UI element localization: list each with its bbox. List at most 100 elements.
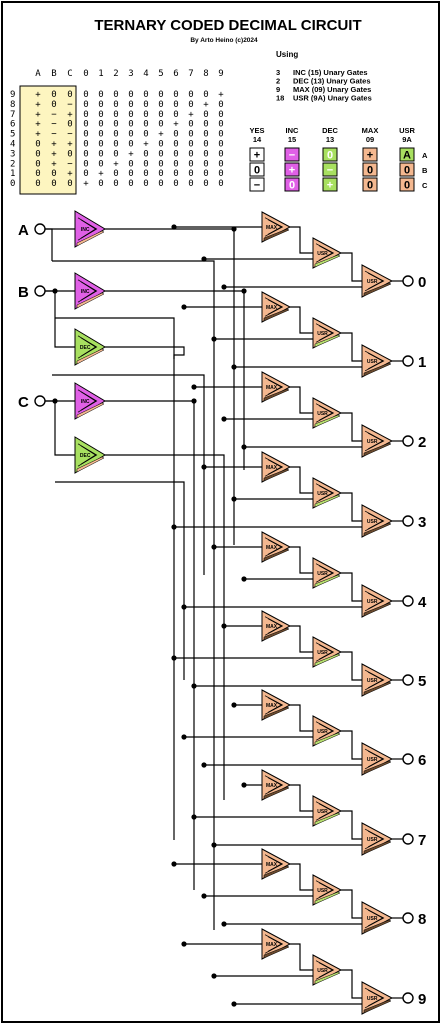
legend-cell — [399, 147, 415, 162]
max-gate: MAX — [261, 531, 292, 563]
usr-gate: USR — [361, 424, 394, 458]
gate-chevron — [80, 391, 97, 411]
gate-stripe — [263, 706, 290, 720]
max-gate-label: MAX — [266, 703, 278, 709]
truth-table-header: 1 — [98, 69, 103, 79]
truth-table-cell: 0 — [188, 90, 193, 100]
output-terminal[interactable] — [402, 674, 414, 686]
output-terminal[interactable] — [402, 435, 414, 447]
truth-table-cell: 0 — [113, 149, 118, 159]
usr-gate-label: USR — [367, 678, 378, 684]
truth-table-cell: 0 — [35, 179, 40, 189]
input-terminal[interactable] — [34, 395, 46, 407]
usr-gate: USR — [361, 504, 394, 538]
max-gate: MAX — [261, 928, 292, 960]
gate-chevron — [367, 352, 384, 370]
junction-dot — [221, 416, 227, 422]
output-terminal[interactable] — [402, 753, 414, 765]
legend-cell — [322, 177, 338, 192]
input-label: A — [18, 222, 29, 239]
truth-table-cell: 0 — [203, 169, 208, 179]
gate-chevron — [267, 936, 283, 952]
gate-chevron — [367, 671, 384, 689]
max-gate-label: MAX — [266, 465, 278, 471]
truth-table-cell: 0 — [158, 120, 163, 130]
gate-stripe — [314, 414, 341, 428]
output-terminal[interactable] — [402, 355, 414, 367]
legend-cell — [362, 147, 378, 162]
truth-table-cell: + — [51, 159, 57, 169]
legend-cell — [284, 162, 300, 177]
output-terminal[interactable] — [402, 833, 414, 845]
legend-name: DEC — [322, 126, 338, 135]
junction-dot — [231, 1001, 237, 1007]
output-terminal[interactable] — [402, 992, 414, 1004]
output-terminal[interactable] — [402, 275, 414, 287]
usr-gate-label: USR — [317, 888, 328, 894]
wire — [341, 412, 362, 442]
output-label: 5 — [418, 673, 426, 690]
truth-table-cell: 0 — [218, 110, 223, 120]
truth-table-cell: 0 — [203, 110, 208, 120]
using-count: 18 — [276, 94, 284, 103]
truth-table-cell: 0 — [173, 179, 178, 189]
legend-value: A — [403, 150, 411, 162]
truth-table-header: 9 — [218, 69, 223, 79]
output-label: 9 — [418, 991, 426, 1008]
truth-table-cell: 0 — [203, 140, 208, 150]
wire — [290, 625, 313, 653]
input-terminal[interactable] — [34, 285, 46, 297]
legend-value: + — [327, 180, 333, 192]
gate-stripe — [363, 282, 392, 297]
inc-gate-label: INC — [81, 227, 90, 233]
output-terminal[interactable] — [402, 912, 414, 924]
output-terminal[interactable] — [402, 595, 414, 607]
gate-chevron — [367, 909, 384, 927]
gate-chevron — [80, 445, 97, 465]
gates: INCINCDECINCDECMAXUSRUSRMAXUSRUSRMAXUSRU… — [74, 210, 394, 1015]
truth-table-cell: 0 — [67, 179, 72, 189]
wire — [105, 346, 185, 840]
legend-value: 0 — [367, 165, 373, 177]
junction-dot — [171, 861, 177, 867]
truth-table-cell: 0 — [83, 159, 88, 169]
gate-stripe — [263, 786, 290, 800]
junction-dot — [191, 683, 197, 689]
truth-table-header: 4 — [143, 69, 148, 79]
truth-table-cell: 0 — [98, 159, 103, 169]
truth-table-digit: 9 — [10, 90, 15, 100]
junction-dot — [221, 284, 227, 290]
truth-table-cell: 0 — [218, 140, 223, 150]
truth-table-cell: 0 — [113, 120, 118, 130]
usr-gate-label: USR — [317, 491, 328, 497]
usr-gate-label: USR — [367, 916, 378, 922]
truth-table-cell: 0 — [98, 140, 103, 150]
truth-table-cell: 0 — [51, 179, 56, 189]
truth-table-digit: 4 — [10, 140, 15, 150]
truth-table-cell: + — [83, 179, 89, 189]
gate-chevron — [318, 245, 334, 261]
gate-chevron — [367, 512, 384, 530]
output-terminal[interactable] — [402, 515, 414, 527]
usr-gate: USR — [361, 981, 394, 1015]
inc-gate-label: INC — [81, 289, 90, 295]
truth-table-digit: 7 — [10, 110, 15, 120]
legend-code: 14 — [253, 135, 262, 144]
usr-gate-label: USR — [367, 359, 378, 365]
input-terminal[interactable] — [34, 223, 46, 235]
truth-table-cell: 0 — [51, 90, 56, 100]
usr-gate-label: USR — [317, 571, 328, 577]
truth-table-cell: 0 — [113, 169, 118, 179]
truth-table-header: 0 — [83, 69, 88, 79]
wire — [290, 784, 313, 812]
truth-table-cell: 0 — [218, 179, 223, 189]
gate-stripe — [363, 442, 392, 457]
max-gate: MAX — [261, 451, 292, 483]
gate-chevron — [318, 962, 334, 978]
truth-table-cell: 0 — [173, 140, 178, 150]
junction-dot — [52, 398, 58, 404]
legend-cell — [322, 147, 338, 162]
truth-table-cell: 0 — [83, 169, 88, 179]
